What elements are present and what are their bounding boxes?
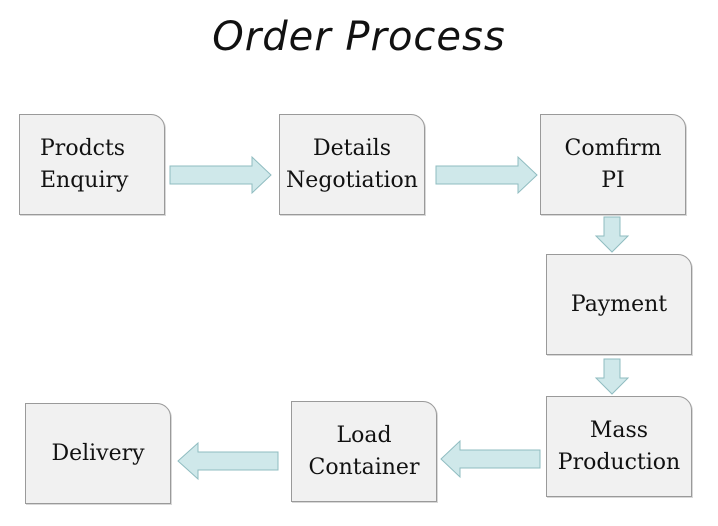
step-load-container: Load Container (291, 401, 437, 502)
arrow-right-1 (169, 155, 272, 195)
step-label-line: Mass (589, 417, 649, 443)
step-label-line: Negotiation (286, 167, 418, 193)
step-payment: Payment (546, 254, 692, 355)
step-label-line: PI (601, 167, 625, 193)
step-label-line: Prodcts (40, 135, 126, 161)
arrow-down-2 (594, 358, 630, 395)
step-label-line: Payment (570, 291, 668, 317)
step-label-line: Load (336, 422, 392, 448)
arrow-down-1 (594, 216, 630, 253)
diagram-title: Order Process (212, 14, 506, 60)
step-delivery: Delivery (25, 403, 171, 504)
step-products-enquiry: Prodcts Enquiry (19, 114, 165, 215)
step-label-line: Details (313, 135, 391, 161)
step-label-line: Container (308, 454, 420, 480)
step-details-negotiation: Details Negotiation (279, 114, 425, 215)
arrow-left-1 (440, 439, 541, 479)
step-confirm-pi: Comfirm PI (540, 114, 686, 215)
step-label-line: Comfirm (564, 135, 662, 161)
step-mass-production: Mass Production (546, 396, 692, 497)
step-label-line: Enquiry (40, 167, 129, 193)
step-label-line: Production (557, 449, 681, 475)
arrow-left-2 (177, 441, 279, 481)
step-label-line: Delivery (51, 440, 145, 466)
arrow-right-2 (435, 155, 538, 195)
